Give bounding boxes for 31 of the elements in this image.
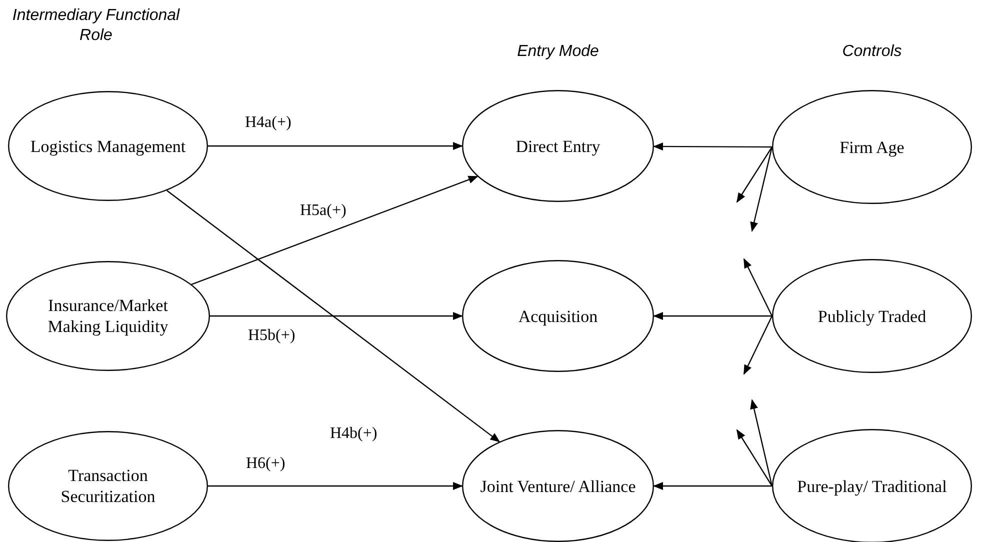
column-heading: Entry Mode — [516, 42, 600, 62]
column-heading: Intermediary Functional Role — [11, 6, 181, 46]
edge-label: H6(+) — [246, 455, 286, 473]
node-label: Direct Entry — [514, 136, 602, 156]
node-label: Publicly Traded — [816, 306, 928, 326]
arrow — [750, 399, 773, 486]
arrow — [208, 482, 463, 490]
node-label: Insurance/Market Making Liquidity — [46, 295, 170, 337]
edge-label: H5b(+) — [248, 327, 296, 345]
arrow — [653, 312, 772, 320]
edge-label: H4b(+) — [330, 425, 378, 443]
node-label: Joint Venture/ Alliance — [479, 476, 637, 496]
edge-label: H4a(+) — [245, 114, 292, 132]
node-label: Logistics Management — [29, 136, 187, 156]
arrow — [166, 190, 500, 442]
arrow — [736, 429, 772, 486]
arrow — [208, 142, 463, 150]
node-label: Pure-play/ Traditional — [796, 476, 948, 496]
arrow — [743, 316, 773, 375]
node-label: Firm Age — [838, 136, 906, 158]
arrow — [653, 482, 772, 490]
arrow — [743, 258, 773, 316]
arrow — [210, 312, 463, 320]
arrow — [736, 146, 772, 203]
arrow — [653, 142, 772, 150]
node-label: Acquisition — [517, 306, 599, 326]
edge-label: H5a(+) — [300, 202, 346, 220]
column-heading: Controls — [841, 42, 903, 62]
node-label: Transaction Securitization — [60, 465, 156, 507]
arrow — [191, 176, 478, 285]
arrow — [750, 146, 773, 232]
